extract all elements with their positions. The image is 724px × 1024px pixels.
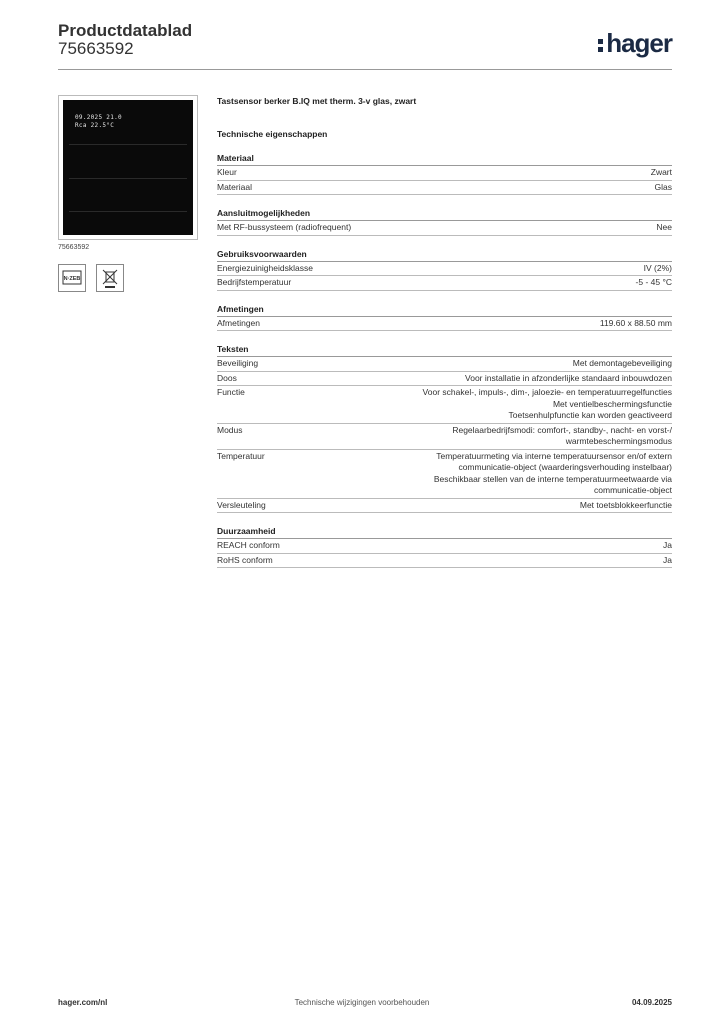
property-value-line: 119.60 x 88.50 mm xyxy=(599,317,672,328)
property-value-line: Glas xyxy=(654,181,672,192)
property-value-line: IV (2%) xyxy=(643,262,672,273)
image-caption: 75663592 xyxy=(58,244,90,251)
property-value: Glas xyxy=(655,182,672,194)
display-line-1: 09.2025 21.0 xyxy=(75,114,122,121)
group-heading: Aansluitmogelijkheden xyxy=(217,207,672,221)
property-key: Functie xyxy=(217,387,245,397)
property-value: Voor schakel-, impuls-, dim-, jaloezie- … xyxy=(423,387,672,422)
property-row: Versleuteling Met toetsblokkeerfunctie xyxy=(217,499,672,513)
property-value: Temperatuurmeting via interne temperatuu… xyxy=(434,451,672,497)
technical-properties-heading: Technische eigenschappen xyxy=(217,129,328,139)
property-value-line: Toetsenhulpfunctie kan worden geactiveer… xyxy=(508,410,673,420)
property-value: -5 - 45 °C xyxy=(636,277,672,289)
property-value-line: -5 - 45 °C xyxy=(635,277,672,287)
key-separator xyxy=(69,144,187,145)
property-value: Regelaarbedrijfsmodi: comfort-, standby-… xyxy=(452,425,672,448)
footer-date: 04.09.2025 xyxy=(631,998,672,1007)
property-key: Energiezuinigheidsklasse xyxy=(217,262,313,273)
property-key: Met RF-bussysteem (radiofrequent) xyxy=(217,222,352,232)
property-row: Materiaal Glas xyxy=(217,181,672,195)
property-value-line: communicatie-object (waarderingsverhoudi… xyxy=(458,462,672,472)
group-heading: Afmetingen xyxy=(217,303,672,317)
key-separator xyxy=(69,211,187,212)
property-key: REACH conform xyxy=(217,540,280,550)
property-value: 119.60 x 88.50 mm xyxy=(600,318,672,330)
property-row: Kleur Zwart xyxy=(217,166,672,181)
property-value-line: communicatie-object xyxy=(594,485,672,495)
property-value-line: Met ventielbeschermingsfunctie xyxy=(552,398,672,409)
property-row: Met RF-bussysteem (radiofrequent) Nee xyxy=(217,221,672,236)
device-display: 09.2025 21.0 Rca 22.5°C xyxy=(75,114,181,132)
property-row: Modus Regelaarbedrijfsmodi: comfort-, sta… xyxy=(217,424,672,450)
property-value-line: Beschikbaar stellen van de interne tempe… xyxy=(433,473,672,484)
property-key: Versleuteling xyxy=(217,499,266,510)
property-value-line: Met toetsblokkeerfunctie xyxy=(579,499,672,510)
property-value-line: Ja xyxy=(663,540,672,550)
group-heading: Teksten xyxy=(217,343,672,357)
property-row: Temperatuur Temperatuurmeting via interne… xyxy=(217,450,672,499)
property-key: Bedrijfstemperatuur xyxy=(217,277,292,287)
property-value-line: Ja xyxy=(663,554,672,565)
group-heading: Duurzaamheid xyxy=(217,525,672,539)
datasheet-content: Tastsensor berker B.IQ met therm. 3-v gl… xyxy=(217,95,672,568)
property-value-line: Voor installatie in afzonderlijke standa… xyxy=(465,372,672,383)
property-row: REACH conform Ja xyxy=(217,539,672,554)
property-row: RoHS conform Ja xyxy=(217,554,672,568)
property-key: Kleur xyxy=(217,167,237,177)
property-key: Afmetingen xyxy=(217,317,260,328)
page-title: Productdatablad xyxy=(58,21,193,40)
property-row: Afmetingen 119.60 x 88.50 mm xyxy=(217,317,672,331)
property-key: Beveiliging xyxy=(217,358,259,368)
property-value: IV (2%) xyxy=(644,263,672,275)
property-value: Voor installatie in afzonderlijke standa… xyxy=(465,373,672,385)
property-key: Doos xyxy=(217,372,237,383)
logo-dots-icon xyxy=(598,36,604,55)
property-value: Nee xyxy=(656,222,672,234)
product-image: 09.2025 21.0 Rca 22.5°C xyxy=(58,95,198,240)
property-value-line: Met demontagebeveiliging xyxy=(572,358,672,368)
group-heading: Gebruiksvoorwaarden xyxy=(217,248,672,262)
property-value: Ja xyxy=(663,555,672,567)
property-value: Zwart xyxy=(651,167,672,179)
nzeb-energy-label-icon: N·ZEB xyxy=(58,264,86,292)
hager-logo[interactable]: hager xyxy=(598,28,673,59)
property-value-line: Voor schakel-, impuls-, dim-, jaloezie- … xyxy=(422,387,672,397)
property-value-line: Zwart xyxy=(650,167,672,177)
property-row: Bedrijfstemperatuur -5 - 45 °C xyxy=(217,276,672,291)
property-value-line: Temperatuurmeting via interne temperatuu… xyxy=(436,450,672,461)
product-name: Tastsensor berker B.IQ met therm. 3-v gl… xyxy=(217,96,417,106)
property-row: Energiezuinigheidsklasse IV (2%) xyxy=(217,262,672,276)
property-value-line: warmtebeschermingsmodus xyxy=(565,436,672,446)
logo-text: hager xyxy=(606,28,673,58)
product-number: 75663592 xyxy=(58,39,134,58)
property-value-line: Nee xyxy=(656,222,672,232)
property-value-line: Regelaarbedrijfsmodi: comfort-, standby-… xyxy=(452,424,672,435)
property-value: Ja xyxy=(663,540,672,552)
property-key: Modus xyxy=(217,424,243,435)
header-divider xyxy=(58,69,672,70)
property-key: Temperatuur xyxy=(217,450,265,461)
property-key: Materiaal xyxy=(217,181,252,192)
footer-disclaimer: Technische wijzigingen voorbehouden xyxy=(294,998,430,1007)
key-separator xyxy=(69,178,187,179)
cert-label: N·ZEB xyxy=(64,276,81,282)
touch-sensor-device: 09.2025 21.0 Rca 22.5°C xyxy=(63,100,193,235)
property-row: Beveiliging Met demontagebeveiliging xyxy=(217,357,672,372)
property-value: Met toetsblokkeerfunctie xyxy=(580,500,672,512)
group-heading: Materiaal xyxy=(217,152,672,166)
weee-crossed-bin-icon xyxy=(96,264,124,292)
display-line-2: Rca 22.5°C xyxy=(75,122,115,129)
property-key: RoHS conform xyxy=(217,554,273,565)
property-row: Functie Voor schakel-, impuls-, dim-, jal… xyxy=(217,386,672,424)
property-value: Met demontagebeveiliging xyxy=(573,358,672,370)
property-row: Doos Voor installatie in afzonderlijke st… xyxy=(217,372,672,386)
footer-website-link[interactable]: hager.com/nl xyxy=(58,998,108,1007)
